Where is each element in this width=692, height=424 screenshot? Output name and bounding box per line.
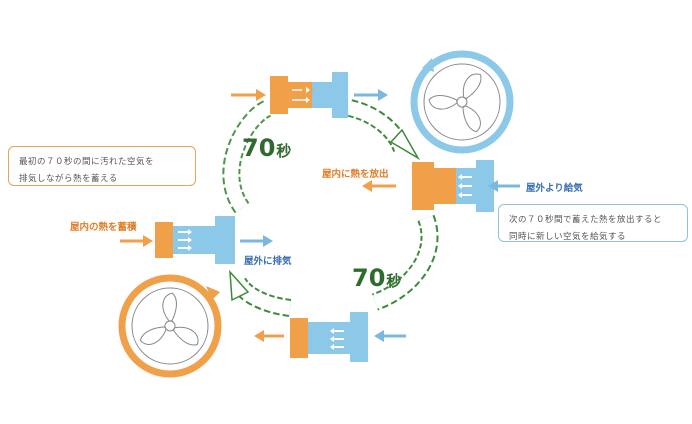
label-store-heat: 屋内の熱を蓄積: [70, 222, 137, 233]
phase-bottom-note: 次の７０秒間で蓄えた熱を放出すると 同時に新しい空気を給気する: [498, 204, 688, 242]
exchanger-unit-bottom: [290, 312, 368, 362]
phase-top-seconds: 70秒: [242, 134, 291, 162]
cycle-arc-top: [347, 99, 421, 161]
air-arrow-bottom-in: [374, 330, 406, 342]
exchanger-unit-left: [155, 216, 235, 264]
air-arrow-bottom-out: [254, 330, 284, 342]
phase-bottom-seconds-value: 70: [352, 264, 386, 292]
phase-top-note: 最初の７０秒の間に汚れた空気を 排気しながら熱を蓄える: [8, 146, 196, 186]
rotation-arrow-icon: [422, 58, 434, 72]
phase-bottom-line-1: 次の７０秒間で蓄えた熱を放出すると: [509, 215, 663, 225]
air-arrow-right-out: [362, 180, 396, 192]
cycle-arc-left: [222, 99, 273, 214]
fan-icon: [410, 50, 514, 154]
exchanger-unit-top: [270, 72, 348, 118]
cycle-arc-bottom: [229, 269, 292, 317]
phase-top-line-1: 最初の７０秒の間に汚れた空気を: [19, 157, 155, 167]
cycle-arc-right: [371, 214, 439, 311]
air-arrow-top-in: [231, 89, 266, 101]
cycle-arrowhead-top: [389, 128, 421, 161]
air-arrow-right-in: [488, 180, 520, 192]
label-exhaust-out: 屋外に排気: [244, 256, 292, 267]
phase-bottom-seconds-unit: 秒: [386, 272, 402, 290]
air-arrow-top-out: [354, 89, 388, 101]
cycle-arrowhead-bottom: [229, 269, 250, 302]
label-release-heat: 屋内に熱を放出: [322, 169, 389, 180]
phase-top-seconds-unit: 秒: [276, 142, 292, 160]
phase-top-line-2: 排気しながら熱を蓄える: [19, 174, 118, 184]
phase-bottom-line-2: 同時に新しい空気を給気する: [509, 232, 627, 242]
label-supply-in: 屋外より給気: [526, 183, 583, 194]
fan-icon: [118, 274, 222, 378]
exchanger-unit-right: [412, 160, 494, 212]
phase-top-seconds-value: 70: [242, 134, 276, 162]
phase-bottom-seconds: 70秒: [352, 264, 401, 292]
air-arrow-left-out: [240, 235, 273, 247]
rotation-arrow-icon: [206, 286, 220, 300]
air-arrow-left-in: [120, 235, 153, 247]
